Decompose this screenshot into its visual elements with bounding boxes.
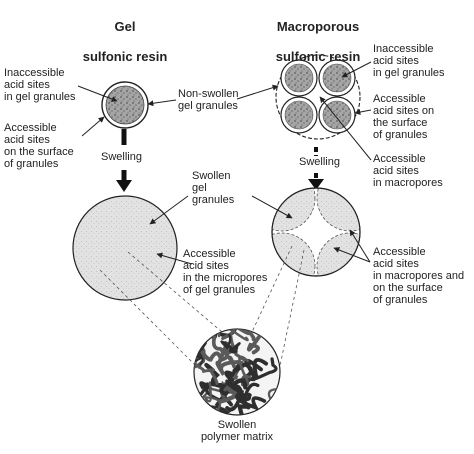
non-swollen-pointer-macro xyxy=(236,84,279,100)
macro-inaccessible-label: Inaccessible acid sites in gel granules xyxy=(373,43,445,79)
gel-inaccessible-label: Inaccessible acid sites in gel granules xyxy=(4,67,76,103)
polymer-strand xyxy=(252,386,280,415)
gel-inaccessible-pointer xyxy=(77,85,118,102)
guide-line-macro-left xyxy=(251,245,293,333)
polymer-strand xyxy=(204,362,228,396)
polymer-strand xyxy=(194,337,207,356)
macro-accessible-surface-label: Accessible acid sites on the surface of … xyxy=(373,93,435,141)
polymer-strand xyxy=(257,329,271,339)
polymer-strand xyxy=(225,390,267,412)
gel-title: Gel sulfonic resin xyxy=(75,4,175,64)
polymer-strand xyxy=(194,329,214,340)
polymer-strand xyxy=(250,357,278,382)
micropores-pointer xyxy=(156,252,193,265)
gel-title-line1: Gel xyxy=(114,19,136,34)
polymer-strand xyxy=(220,333,238,353)
polymer-strand xyxy=(221,329,238,350)
polymer-strand xyxy=(194,362,219,385)
macro-particle xyxy=(275,54,361,140)
polymer-strand xyxy=(278,335,280,360)
swollen-gel-label: Swollen gel granules xyxy=(192,170,235,206)
guide-line-macro-right xyxy=(279,249,305,367)
macro-macropores-surface-pointer-2 xyxy=(349,229,371,263)
guide-line-gel-left xyxy=(99,269,197,367)
macro-accessible-macropores-label: Accessible acid sites in macropores xyxy=(373,153,443,189)
swollen-gel-pointer xyxy=(149,195,189,225)
micropores-label: Accessible acid sites in the micropores … xyxy=(183,248,268,296)
gel-surface-pointer xyxy=(81,116,105,137)
macro-title-line1: Macroporous xyxy=(276,19,360,34)
polymer-strand xyxy=(218,380,238,404)
polymer-strand xyxy=(199,329,218,340)
gel-title-line2: sulfonic resin xyxy=(82,49,168,64)
polymer-strand xyxy=(224,370,248,392)
macro-macropores-surface-label: Accessible acid sites in macropores and … xyxy=(373,246,465,306)
macro-title-line2: sulfonic resin xyxy=(275,49,361,64)
polymer-strand xyxy=(228,384,252,403)
non-swollen-label: Non-swollen gel granules xyxy=(178,88,239,112)
matrix-label: Swollen polymer matrix xyxy=(200,419,274,443)
macro-swelling-label: Swelling xyxy=(297,156,342,168)
polymer-strand xyxy=(217,329,249,342)
gel-accessible-surface-label: Accessible acid sites on the surface of … xyxy=(4,122,74,170)
polymer-strand xyxy=(237,308,253,326)
macro-macropores-surface-pointer-1 xyxy=(333,247,371,263)
polymer-strand xyxy=(194,330,199,349)
swollen-gel-pointer-macro xyxy=(251,195,293,219)
macro-surface-pointer xyxy=(354,109,372,115)
swollen-gel-particle xyxy=(72,195,178,301)
polymer-matrix xyxy=(193,308,281,416)
gel-swelling-label: Swelling xyxy=(101,151,142,163)
non-swollen-pointer-gel xyxy=(147,99,177,107)
polymer-strand xyxy=(228,329,256,342)
gel-swelling-arrow xyxy=(116,129,132,192)
macro-inaccessible-pointer xyxy=(341,61,372,78)
macro-title: Macroporous sulfonic resin xyxy=(258,4,378,64)
polymer-strand xyxy=(199,381,223,402)
polymer-strand xyxy=(200,348,229,363)
gel-granule xyxy=(101,81,149,129)
macro-swelling-arrow xyxy=(308,147,324,190)
macro-macropores-pointer xyxy=(319,96,372,161)
guide-line-gel-right xyxy=(127,251,223,333)
polymer-strand xyxy=(238,355,256,387)
